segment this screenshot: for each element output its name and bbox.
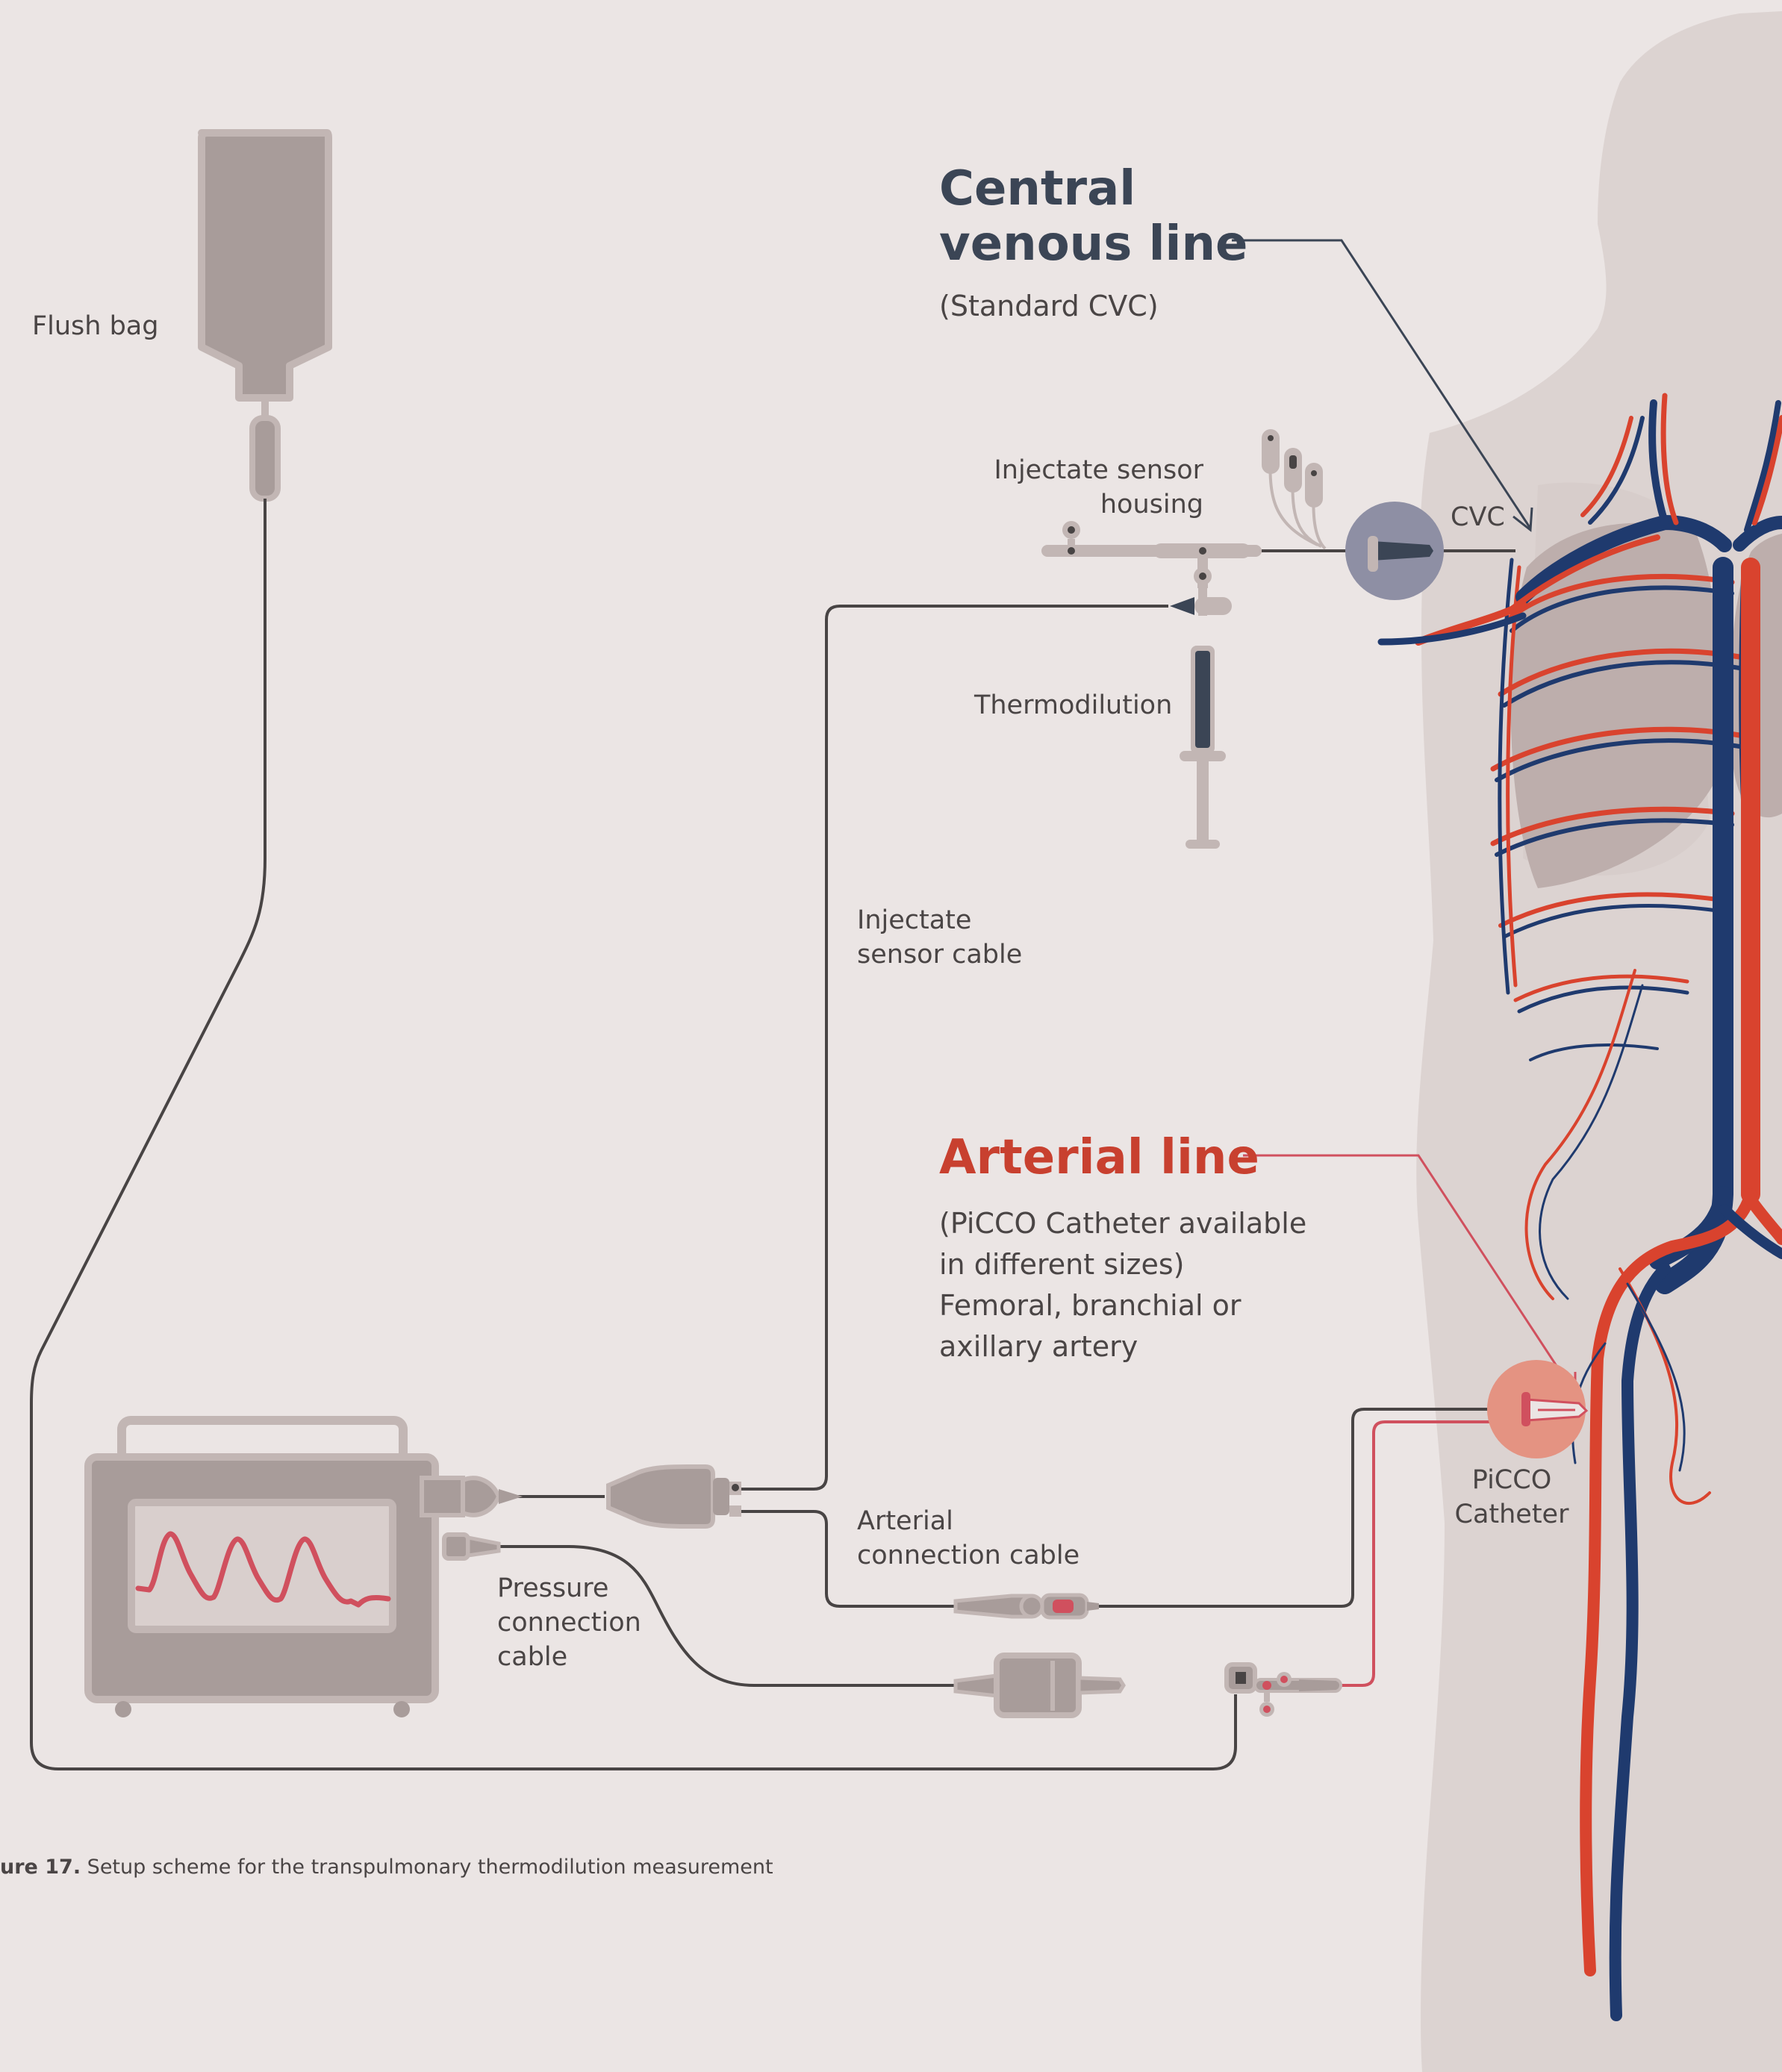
flush-bag-graphic	[202, 133, 328, 499]
arterial-connection-cable-line1: Arterial	[857, 1504, 1080, 1538]
arterial-desc-line3: Femoral, branchial or	[939, 1285, 1306, 1326]
arterial-connector	[956, 1595, 1099, 1617]
pressure-connection-cable-line1: Pressure	[497, 1571, 641, 1606]
injectate-sensor-housing-line2: housing	[994, 487, 1203, 522]
pressure-connection-cable-line2: connection	[497, 1606, 641, 1640]
standard-cvc-label: (Standard CVC)	[939, 286, 1159, 327]
picco-catheter-line2: Catheter	[1452, 1497, 1571, 1532]
flush-bag-label: Flush bag	[32, 309, 158, 343]
cvc-label: CVC	[1451, 500, 1505, 534]
arterial-connection-cable-label: Arterial connection cable	[857, 1504, 1080, 1573]
picco-catheter-graphic	[1487, 1360, 1586, 1458]
figure-caption-prefix: ure 17.	[0, 1856, 81, 1879]
arterial-line-description: (PiCCO Catheter available in different s…	[939, 1203, 1306, 1367]
pressure-connection-cable-line3: cable	[497, 1640, 641, 1674]
picco-catheter-line1: PiCCO	[1452, 1463, 1571, 1497]
pressure-connection-cable-label: Pressure connection cable	[497, 1571, 641, 1674]
arterial-desc-line4: axillary artery	[939, 1326, 1306, 1367]
arterial-desc-line1: (PiCCO Catheter available	[939, 1203, 1306, 1244]
central-venous-line-title: Central venous line	[939, 161, 1247, 272]
monitor-graphic	[88, 1420, 523, 1717]
injectate-sensor-cable-line1: Injectate	[857, 903, 1022, 937]
arterial-line-title: Arterial line	[939, 1130, 1259, 1185]
arterial-desc-line2: in different sizes)	[939, 1244, 1306, 1285]
figure-caption: ure 17. Setup scheme for the transpulmon…	[0, 1855, 773, 1880]
injectate-sensor-cable-line2: sensor cable	[857, 937, 1022, 972]
arterial-stopcock	[1227, 1664, 1341, 1717]
picco-catheter-label: PiCCO Catheter	[1452, 1463, 1571, 1532]
pressure-transducer	[956, 1656, 1124, 1715]
figure-caption-text: Setup scheme for the transpulmonary ther…	[81, 1856, 773, 1879]
injectate-sensor-housing-line1: Injectate sensor	[994, 453, 1203, 487]
injectate-sensor-housing-label: Injectate sensor housing	[994, 453, 1203, 522]
thermodilution-label: Thermodilution	[974, 688, 1172, 723]
injectate-sensor-cable-label: Injectate sensor cable	[857, 903, 1022, 972]
central-venous-line-title-line2: venous line	[939, 216, 1247, 272]
cable-adapter	[608, 1467, 741, 1526]
central-venous-line-title-line1: Central	[939, 161, 1247, 216]
arterial-connection-cable-line2: connection cable	[857, 1538, 1080, 1573]
cvc-catheter-graphic	[1345, 502, 1444, 600]
